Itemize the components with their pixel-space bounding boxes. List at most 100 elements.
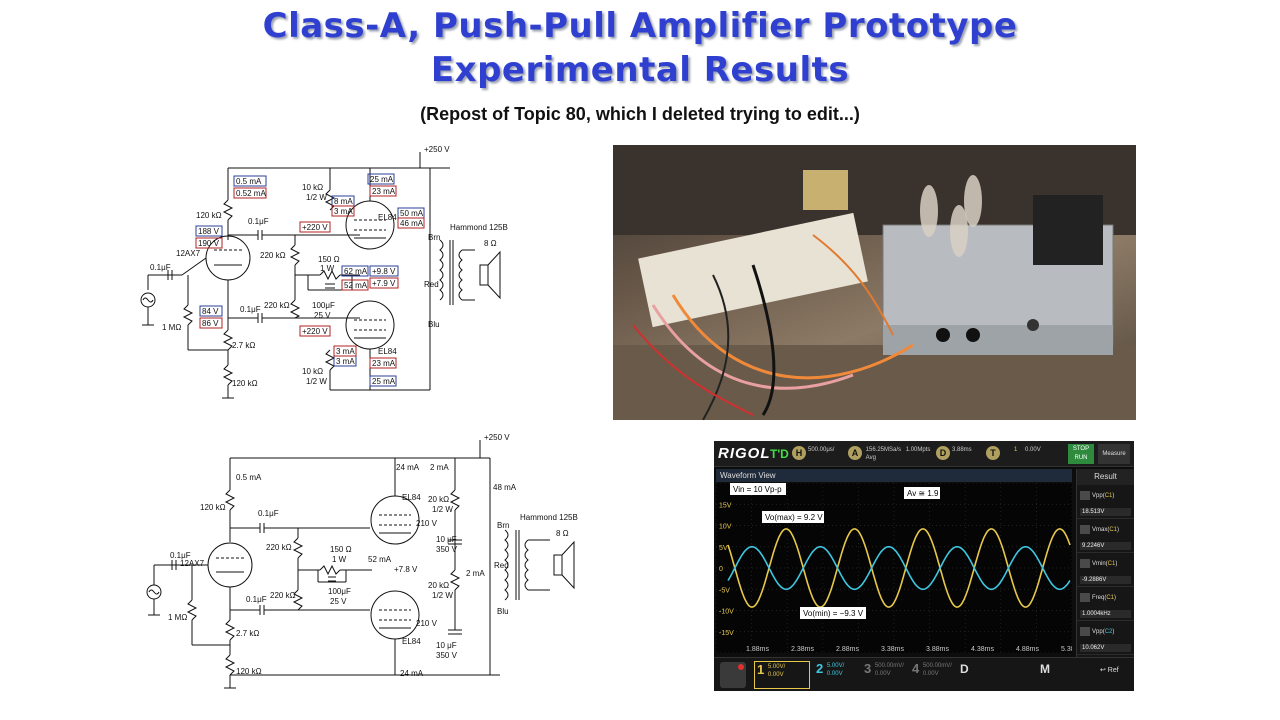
measure-item-2[interactable]: Vmin(C1) -9.2886V [1077, 553, 1134, 587]
rk1-value-b: 2.7 kΩ [236, 629, 259, 638]
i7-label: 24 mA [400, 669, 424, 678]
annot-vomin: Vo(min) = −9.3 V [803, 609, 864, 618]
wire-red-b: Red [494, 561, 509, 570]
meas-value-4: 10.062V [1080, 644, 1131, 652]
channel-4-box[interactable]: 4 500.00mV/0.00V [910, 661, 954, 689]
meas-red-0: 0.52 mA [236, 189, 266, 198]
speaker-label: 8 Ω [484, 239, 497, 248]
rkk-value-b: 150 Ω [330, 545, 352, 554]
y-tick-label: -5V [719, 587, 730, 594]
acquire-a-icon: A [848, 446, 862, 460]
scope-mode[interactable]: T'D [770, 447, 789, 461]
rkk-watt: 1 W [320, 264, 335, 273]
i2-label: 24 mA [396, 463, 420, 472]
schematic-bottom: +250 V 0.5 mA 24 mA 2 mA 48 mA 52 mA 2 m… [146, 433, 578, 689]
math-button[interactable]: M [1040, 662, 1050, 676]
trigger-t-icon: T [986, 446, 1000, 460]
meas-red-11: 23 mA [372, 359, 396, 368]
rg2-value-b: 220 kΩ [270, 591, 296, 600]
x-tick-label: 1.88ms [746, 646, 769, 653]
meas-red-3: 3 mA [334, 207, 353, 216]
annot-av: Av ≅ 1.9 [907, 489, 939, 498]
c5-value-b: 10 μF [436, 535, 457, 544]
measure-item-0[interactable]: Vpp(C1) 18.513V [1077, 485, 1134, 519]
i1-label: 0.5 mA [236, 473, 262, 482]
r5b-value-b: 20 kΩ [428, 581, 449, 590]
channel-3-box[interactable]: 3 500.00mV/0.00V [862, 661, 906, 689]
trigger-channel-icon: 1 [1014, 447, 1018, 453]
v3-label: +7.8 V [394, 565, 418, 574]
r5b-watt: 1/2 W [306, 377, 327, 386]
meas-name-2: Vmin [1092, 560, 1106, 567]
prototype-photo-drawing [613, 145, 1136, 420]
meas-value-2: -9.2886V [1080, 576, 1131, 584]
wire-brn: Brn [428, 233, 440, 242]
ch3-number: 3 [864, 661, 872, 676]
c2-value: 0.1μF [248, 217, 269, 226]
meas-name-3: Freq [1092, 594, 1105, 601]
ch1-number: 1 [757, 662, 765, 677]
x-tick-label: 5.38ms [1061, 646, 1072, 653]
meas-blue-5: 50 mA [400, 209, 424, 218]
meas-red-2: 86 V [202, 319, 219, 328]
measure-button[interactable]: Measure [1098, 444, 1130, 464]
measure-result-panel: Result Vpp(C1) 18.513V Vmax(C1) 9.2246V … [1076, 469, 1134, 657]
y-tick-label: 15V [719, 502, 732, 509]
rp-value-b: 120 kΩ [200, 503, 226, 512]
stop-label: STOP [1072, 446, 1090, 452]
rk2-value-b: 120 kΩ [236, 667, 262, 676]
c2-value-b: 0.1μF [258, 509, 279, 518]
meas-ch-2: C1 [1107, 560, 1116, 567]
c4-value: 100μF [312, 301, 335, 310]
measure-item-4[interactable]: Vpp(C2) 10.062V [1077, 621, 1134, 655]
c6-volt-b: 350 V [436, 651, 458, 660]
i4-label: 48 mA [493, 483, 517, 492]
y-tick-label: 0 [719, 566, 723, 573]
rg1-value-b: 220 kΩ [266, 543, 292, 552]
stop-run-button[interactable]: STOP RUN [1068, 444, 1094, 464]
schematic-top: +250 V 12AX7 EL84 EL84 Hammond 125B 8 Ω … [140, 145, 508, 399]
c4-value-b: 100μF [328, 587, 351, 596]
vmax-icon [1080, 525, 1090, 535]
horizontal-h-icon: H [792, 446, 806, 460]
digital-channels-button[interactable]: D [960, 662, 969, 676]
c1-value-b: 0.1μF [170, 551, 191, 560]
sample-rate: 156.25MSa/s [865, 447, 902, 453]
ch4-number: 4 [912, 661, 920, 676]
output-tube-label-b1: EL84 [402, 493, 421, 502]
meas-red-9: 52 mA [344, 281, 368, 290]
run-label: RUN [1074, 455, 1088, 461]
meas-red-1: 190 V [198, 239, 220, 248]
rkk-watt-b: 1 W [332, 555, 347, 564]
meas-blue-4: 62 mA [344, 267, 368, 276]
wire-red: Red [424, 280, 439, 289]
measure-item-3[interactable]: Freq(C1) 1.0004kHz [1077, 587, 1134, 621]
delay-d-icon: D [936, 446, 950, 460]
ch2-waveform [727, 546, 1071, 591]
ch2-number: 2 [816, 661, 824, 676]
meas-red-6: +220 V [302, 327, 328, 336]
result-title: Result [1077, 469, 1134, 485]
channel-1-box[interactable]: 1 5.00V/0.00V [754, 661, 810, 689]
wire-blu: Blu [428, 320, 440, 329]
home-grid-icon[interactable] [720, 662, 746, 688]
ch1-scale: 5.00V/ [767, 664, 786, 670]
channel-2-box[interactable]: 2 5.00V/0.00V [814, 661, 858, 689]
delay-value: 3.88ms [952, 447, 972, 453]
i6-label: 2 mA [466, 569, 485, 578]
measure-label: Measure [1102, 451, 1126, 457]
measure-item-1[interactable]: Vmax(C1) 9.2246V [1077, 519, 1134, 553]
ref-button[interactable]: ↩ Ref [1100, 667, 1119, 674]
prototype-photo [613, 145, 1136, 420]
v1-label: 210 V [416, 519, 438, 528]
meas-value-3: 1.0004kHz [1080, 610, 1131, 618]
transformer-label-b: Hammond 125B [520, 513, 578, 522]
x-tick-label: 2.38ms [791, 646, 814, 653]
i5-label: 52 mA [368, 555, 392, 564]
